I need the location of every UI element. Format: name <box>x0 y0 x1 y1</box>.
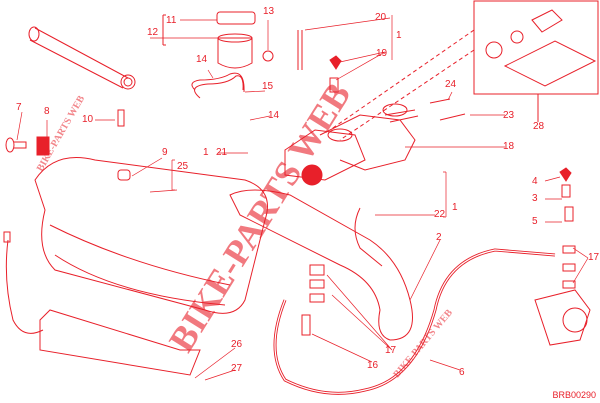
callout-10: 10 <box>82 114 94 125</box>
callout-7: 7 <box>16 102 22 113</box>
drawing-code: BRB00290 <box>552 390 596 400</box>
callout-9: 9 <box>162 147 168 158</box>
callout-15: 15 <box>262 81 274 92</box>
handlebar-tube <box>28 26 136 90</box>
callout-13: 13 <box>263 6 275 17</box>
callout-21: 21 <box>216 147 228 158</box>
callout-2: 2 <box>436 232 442 243</box>
callout-28: 28 <box>533 121 545 132</box>
callout-17: 17 <box>385 345 397 356</box>
callout-24: 24 <box>445 79 457 90</box>
master-cylinder <box>284 98 466 186</box>
callout-16: 16 <box>367 360 379 371</box>
clutch-hose <box>273 167 591 395</box>
reservoir-bracket <box>162 14 166 46</box>
callout-4: 4 <box>532 176 538 187</box>
callout-18: 18 <box>503 141 515 152</box>
callout-6: 6 <box>459 367 465 378</box>
callout-5: 5 <box>532 216 538 227</box>
switch-housing <box>3 157 268 376</box>
bleed-cap <box>329 55 342 70</box>
bleed-fitting <box>329 77 339 93</box>
callout-1: 1 <box>452 202 458 213</box>
callout-3: 3 <box>532 193 538 204</box>
clutch-lever <box>229 189 413 341</box>
callout-26: 26 <box>231 339 243 350</box>
callout-19: 19 <box>376 48 388 59</box>
leader-lines <box>16 15 589 381</box>
bar-end <box>5 109 131 181</box>
callout-14: 14 <box>196 54 208 65</box>
callout-12: 12 <box>147 27 159 38</box>
callout-22: 22 <box>434 209 446 220</box>
callout-11: 11 <box>166 15 177 26</box>
callout-20: 20 <box>375 12 387 23</box>
callout-23: 23 <box>503 110 515 121</box>
reservoir <box>191 11 274 99</box>
callout-27: 27 <box>231 363 243 374</box>
seal-kit-box <box>329 0 599 141</box>
callout-14: 14 <box>268 110 280 121</box>
callout-25: 25 <box>177 161 189 172</box>
bolt <box>297 30 303 70</box>
callout-1: 1 <box>203 147 209 158</box>
callout-17: 17 <box>588 252 600 263</box>
callout-1: 1 <box>396 30 402 41</box>
callout-8: 8 <box>44 106 50 117</box>
